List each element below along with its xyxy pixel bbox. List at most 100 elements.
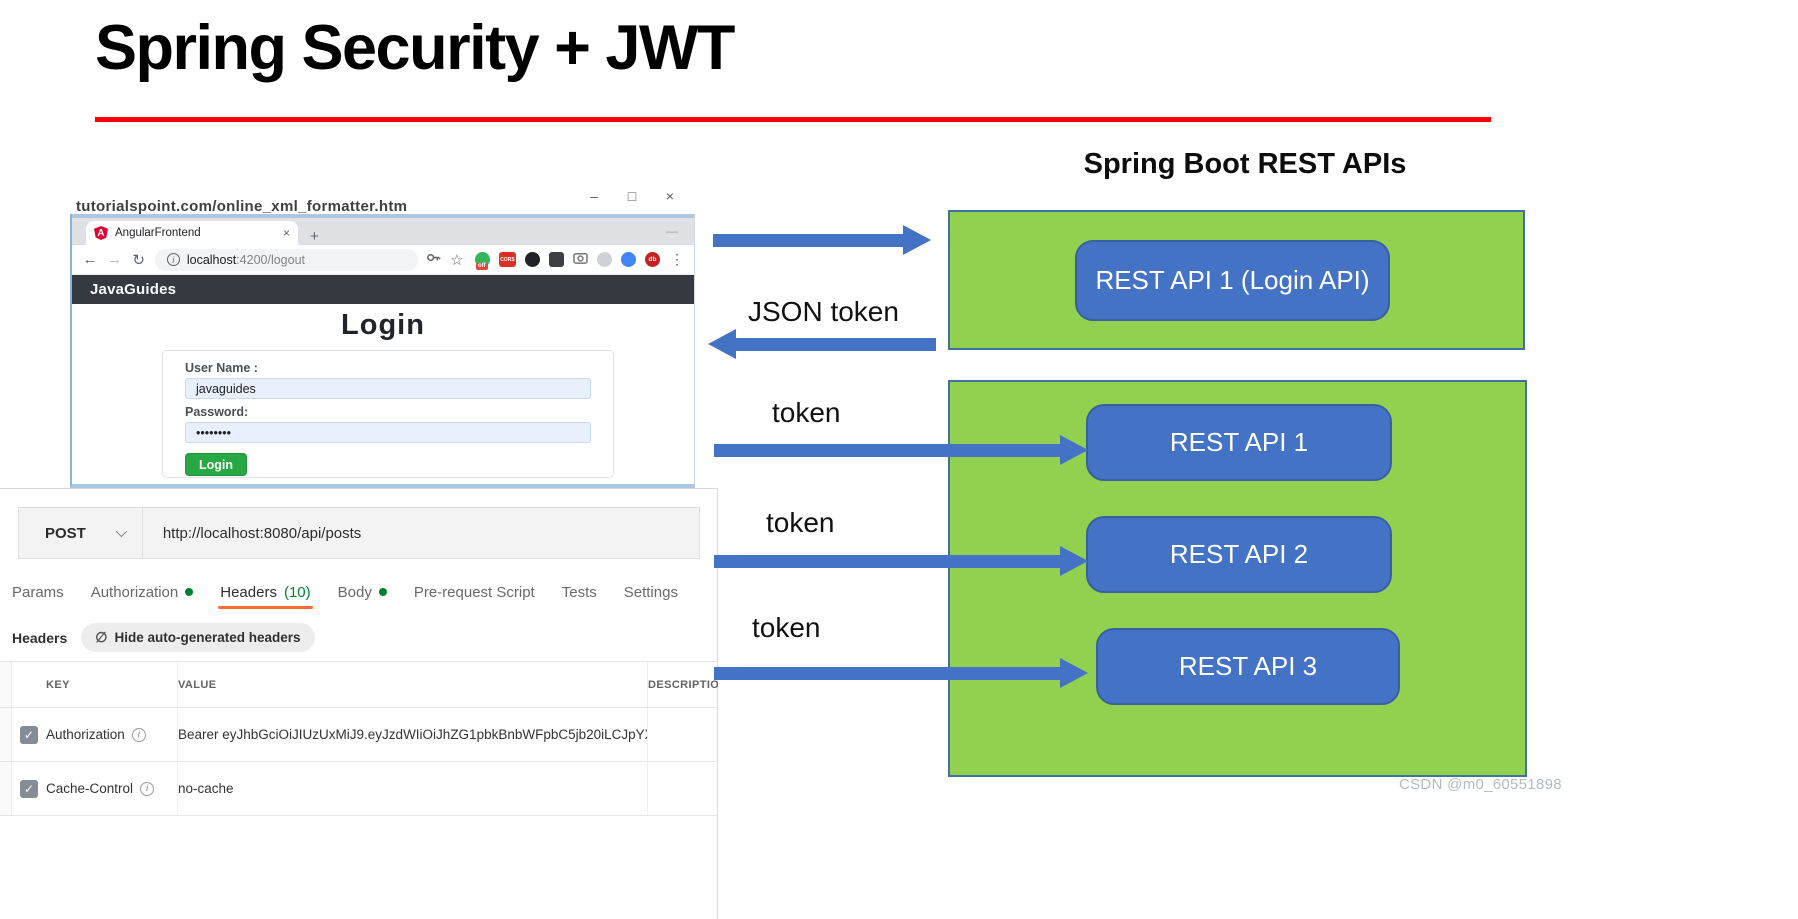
tab-body[interactable]: Body — [338, 575, 387, 609]
token-label-2: token — [766, 507, 835, 538]
request-bar-divider — [141, 507, 143, 559]
extension-icons: off CORS db — [474, 251, 660, 270]
rest-api-2-box: REST API 2 — [1086, 516, 1392, 593]
token-label-3: token — [752, 612, 821, 643]
username-label: User Name : — [185, 361, 258, 375]
password-value: •••••••• — [196, 425, 232, 440]
header-value-cell[interactable]: Bearer eyJhbGciOiJIUzUxMiJ9.eyJzdWIiOiJh… — [178, 708, 648, 761]
tab-title: AngularFrontend — [115, 227, 201, 239]
eye-slash-icon: ∅ — [95, 629, 108, 645]
column-value: VALUE — [178, 662, 648, 707]
header-checkbox-cell — [12, 662, 46, 707]
db-extension-icon[interactable]: db — [644, 252, 660, 267]
request-url-input[interactable]: http://localhost:8080/api/posts — [162, 524, 362, 542]
browser-top-edge — [72, 214, 694, 218]
gray-extension-icon[interactable] — [548, 252, 564, 267]
login-heading: Login — [341, 309, 425, 341]
token-arrow-1 — [714, 435, 1088, 465]
tab-headers[interactable]: Headers(10) — [218, 575, 314, 609]
info-circle-icon: i — [131, 727, 146, 742]
adblock-extension-icon[interactable]: off — [474, 252, 490, 270]
headers-count: (10) — [283, 583, 311, 601]
off-badge: off — [475, 263, 488, 270]
table-header-row: KEY VALUE DESCRIPTION — [0, 662, 718, 708]
column-description: DESCRIPTION — [648, 678, 718, 691]
request-tabs: Params Authorization Headers(10) Body Pr… — [12, 575, 678, 609]
postman-panel: POST http://localhost:8080/api/posts Par… — [0, 488, 718, 919]
status-dot — [185, 588, 194, 596]
password-input[interactable]: •••••••• — [185, 422, 591, 443]
rest-api-3-box: REST API 3 — [1096, 628, 1400, 705]
camera-extension-icon[interactable] — [573, 251, 588, 269]
rest-api-login-box: REST API 1 (Login API) — [1075, 240, 1390, 321]
method-select[interactable]: POST — [45, 524, 86, 542]
maximize-icon[interactable]: □ — [627, 188, 637, 204]
password-label: Password: — [185, 405, 249, 419]
page-title: Spring Security + JWT — [95, 13, 735, 83]
blue-extension-icon[interactable] — [620, 252, 636, 267]
header-value-cell[interactable]: no-cache — [178, 762, 648, 815]
tab-authorization[interactable]: Authorization — [91, 575, 194, 609]
hide-auto-generated-button[interactable]: ∅ Hide auto-generated headers — [81, 623, 315, 652]
token-arrow-3 — [714, 658, 1088, 688]
address-bar[interactable]: i localhost:4200/logout — [154, 248, 418, 271]
watermark: CSDN @m0_60551898 — [1399, 776, 1562, 793]
key-icon[interactable] — [426, 250, 441, 270]
username-input[interactable]: javaguides — [185, 378, 591, 399]
info-icon[interactable]: i — [166, 253, 180, 266]
login-request-arrow — [713, 225, 931, 255]
site-brand[interactable]: JavaGuides — [90, 281, 177, 298]
row-checkbox[interactable]: ✓ — [20, 725, 38, 744]
close-icon[interactable]: × — [665, 188, 675, 204]
browser-window: A AngularFrontend × + — ← → ↻ i localhos… — [70, 214, 695, 488]
header-description-cell[interactable] — [648, 762, 718, 815]
column-key: KEY — [46, 662, 178, 707]
header-description-cell[interactable] — [648, 708, 718, 761]
cors-extension-icon[interactable]: CORS — [498, 252, 516, 267]
login-page: Login User Name : javaguides Password: •… — [72, 304, 694, 484]
minimize-icon[interactable]: – — [590, 188, 598, 204]
browser-toolbar: ← → ↻ i localhost:4200/logout ☆ off CORS — [72, 245, 694, 275]
browser-menu-icon[interactable]: ⋮ — [669, 251, 684, 267]
row-gutter — [0, 762, 12, 815]
info-circle-icon: i — [140, 781, 155, 796]
request-bar: POST http://localhost:8080/api/posts — [18, 507, 700, 559]
token-arrow-2 — [714, 546, 1088, 576]
new-tab-button[interactable]: + — [310, 228, 319, 245]
headers-section-label: Headers — [12, 629, 68, 646]
login-card: User Name : javaguides Password: •••••••… — [162, 350, 614, 478]
reload-icon[interactable]: ↻ — [132, 251, 145, 269]
background-window: tutorialspoint.com/online_xml_formatter.… — [70, 185, 695, 215]
light-extension-icon[interactable] — [596, 252, 612, 267]
forward-icon[interactable]: → — [106, 251, 122, 268]
angular-icon: A — [94, 226, 108, 240]
row-gutter — [0, 662, 12, 707]
tab-settings[interactable]: Settings — [623, 583, 678, 601]
browser-minimize-icon[interactable]: — — [666, 224, 678, 238]
tab-close-icon[interactable]: × — [282, 226, 290, 240]
login-button[interactable]: Login — [185, 453, 247, 476]
token-label-1: token — [772, 397, 841, 428]
tab-tests[interactable]: Tests — [561, 583, 597, 601]
url-host: localhost — [186, 252, 237, 267]
window-controls: – □ × — [587, 188, 677, 204]
row-checkbox[interactable]: ✓ — [20, 779, 38, 798]
row-gutter — [0, 708, 12, 761]
tab-pre-request-script[interactable]: Pre-request Script — [413, 583, 535, 601]
dark-extension-icon[interactable] — [524, 252, 540, 267]
star-icon[interactable]: ☆ — [450, 251, 464, 269]
diagram-heading: Spring Boot REST APIs — [1083, 148, 1407, 180]
db-label: db — [648, 256, 657, 263]
back-icon[interactable]: ← — [82, 251, 98, 268]
chevron-down-icon[interactable] — [115, 525, 127, 538]
json-token-arrow — [708, 329, 936, 359]
json-token-label: JSON token — [748, 296, 899, 327]
tab-params[interactable]: Params — [12, 583, 64, 601]
browser-tab[interactable]: A AngularFrontend × — [86, 221, 298, 245]
title-underline — [95, 117, 1491, 122]
background-window-url: tutorialspoint.com/online_xml_formatter.… — [76, 198, 408, 215]
